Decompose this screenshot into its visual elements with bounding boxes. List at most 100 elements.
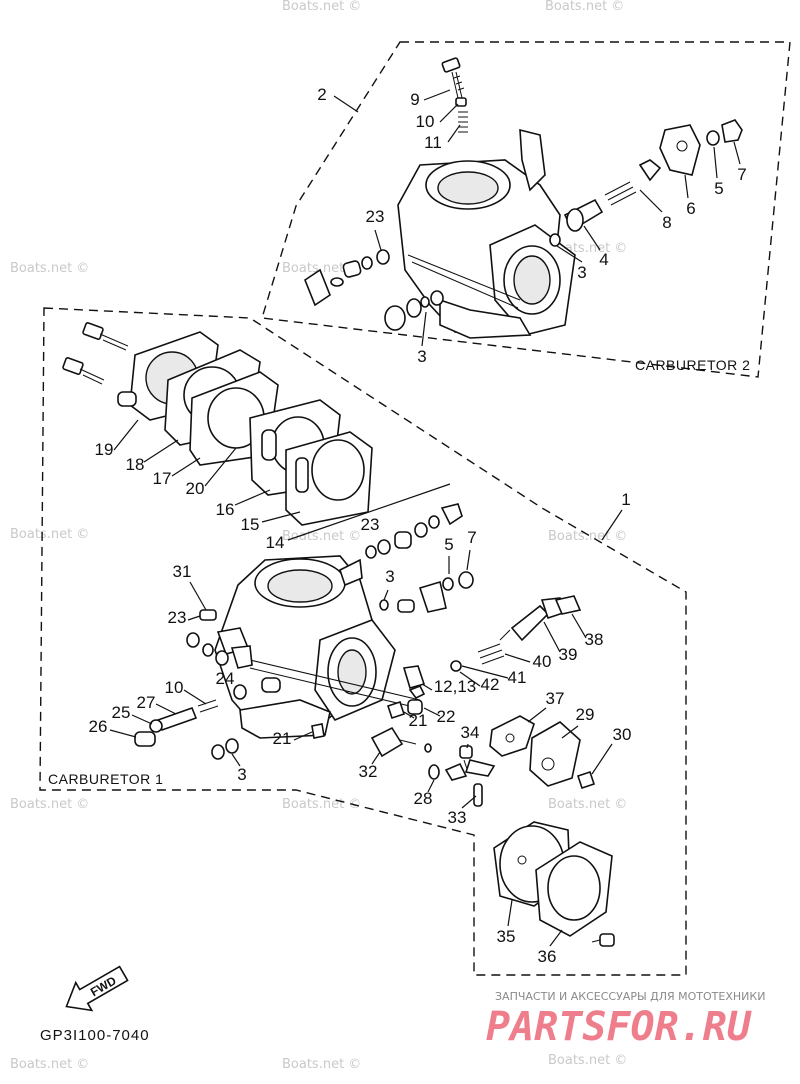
leader-line xyxy=(421,683,433,691)
air-screw-stack xyxy=(365,503,463,559)
callout-10: 10 xyxy=(165,678,184,697)
watermark: Boats.net © xyxy=(282,529,361,544)
watermark: Boats.net © xyxy=(548,529,627,544)
leader-line xyxy=(556,245,583,263)
watermark: Boats.net © xyxy=(10,261,89,276)
watermark: Boats.net © xyxy=(282,0,361,14)
leader-line xyxy=(427,779,435,793)
leader-line xyxy=(549,929,563,947)
callout-29: 29 xyxy=(576,705,595,724)
callout-11: 11 xyxy=(424,133,442,152)
adjusting-screw-washers xyxy=(384,290,444,331)
callout-36: 36 xyxy=(538,947,557,966)
leader-line xyxy=(171,457,201,477)
callout-2: 2 xyxy=(317,85,326,104)
callout-1: 1 xyxy=(621,490,630,509)
callout-20: 20 xyxy=(186,479,205,498)
leader-line xyxy=(374,229,382,251)
callout-14: 14 xyxy=(266,533,285,552)
footer-promo: ЗАПЧАСТИ И АКСЕССУАРЫ ДЛЯ МОТОТЕХНИКИ xyxy=(495,990,765,1003)
callout-3: 3 xyxy=(577,263,586,282)
idle-screw-assembly xyxy=(134,677,281,760)
carburetor-1-group: CARBURETOR 1 1 19 18 xyxy=(39,307,687,976)
callout-27: 27 xyxy=(137,693,156,712)
callout-37: 37 xyxy=(546,689,565,708)
callout-17: 17 xyxy=(153,469,172,488)
watermark: Boats.net © xyxy=(545,0,624,14)
callout-5: 5 xyxy=(444,535,453,554)
leader-line xyxy=(459,671,481,687)
leader-line xyxy=(183,689,207,705)
watermark: Boats.net © xyxy=(10,1057,89,1072)
callout-18: 18 xyxy=(126,455,145,474)
leader-line xyxy=(155,703,177,715)
throttle-cam xyxy=(529,721,596,790)
callout-7: 7 xyxy=(737,165,746,184)
mounting-bolts xyxy=(62,322,129,385)
leader-line xyxy=(571,613,587,639)
leader-line xyxy=(684,174,689,199)
callout-38: 38 xyxy=(585,630,604,649)
leader-line xyxy=(187,615,201,621)
drain-screw xyxy=(311,723,325,739)
leader-line xyxy=(371,751,381,765)
callout-28: 28 xyxy=(414,789,433,808)
callout-40: 40 xyxy=(533,652,552,671)
callout-32: 32 xyxy=(359,762,378,781)
leader-line xyxy=(423,707,441,717)
fwd-arrow-icon: FWD xyxy=(65,965,129,1012)
leader-line xyxy=(466,743,469,749)
leader-line xyxy=(601,509,623,541)
callout-30: 30 xyxy=(613,725,632,744)
carburetor-1-label: CARBURETOR 1 xyxy=(48,771,163,787)
callout-21: 21 xyxy=(273,729,292,748)
callout-41: 41 xyxy=(508,668,527,687)
watermark: Boats.net © xyxy=(282,261,361,276)
leader-line xyxy=(231,753,241,767)
callout-23: 23 xyxy=(366,207,385,226)
callout-7: 7 xyxy=(467,528,476,547)
throttle-shaft-parts xyxy=(186,609,229,666)
leader-line xyxy=(439,103,459,123)
callout-10: 10 xyxy=(416,112,435,131)
callout-33: 33 xyxy=(448,808,467,827)
leader-line xyxy=(583,225,601,251)
leader-line xyxy=(527,707,547,723)
callout-6: 6 xyxy=(686,199,695,218)
watermark: Boats.net © xyxy=(282,1057,361,1072)
callout-23: 23 xyxy=(361,515,380,534)
leader-line xyxy=(713,146,718,179)
leader-line xyxy=(204,447,237,487)
leader-line xyxy=(383,589,389,601)
main-nozzle-assembly xyxy=(402,595,582,700)
leader-line xyxy=(639,189,663,213)
watermark: Boats.net © xyxy=(548,797,627,812)
carburetor-1-boundary xyxy=(39,307,687,976)
callout-16: 16 xyxy=(216,500,235,519)
pump-diaphragm-cover xyxy=(493,821,615,947)
carburetor-2-body xyxy=(397,128,576,339)
leader-line xyxy=(423,89,451,101)
leader-line xyxy=(109,729,137,738)
carburetor-1-body xyxy=(214,555,421,739)
carburetor-2-label: CARBURETOR 2 xyxy=(635,357,750,373)
intake-plate-stack xyxy=(117,331,373,526)
jet-parts xyxy=(370,699,432,758)
link-parts xyxy=(428,759,496,807)
leader-line xyxy=(447,124,461,143)
callout-3: 3 xyxy=(417,347,426,366)
callout-9: 9 xyxy=(410,90,419,109)
callout-4: 4 xyxy=(599,250,608,269)
callout-31: 31 xyxy=(173,562,192,581)
callout-39: 39 xyxy=(559,645,578,664)
leader-line xyxy=(333,95,359,113)
callout-35: 35 xyxy=(497,927,516,946)
leader-line xyxy=(461,795,477,809)
leader-line xyxy=(543,621,561,653)
carburetor-2-group: CARBURETOR 2 2 9 10 11 xyxy=(261,41,791,378)
callout-5: 5 xyxy=(714,179,723,198)
callout-26: 26 xyxy=(89,717,108,736)
callout-23: 23 xyxy=(168,608,187,627)
callout-22: 22 xyxy=(437,707,456,726)
